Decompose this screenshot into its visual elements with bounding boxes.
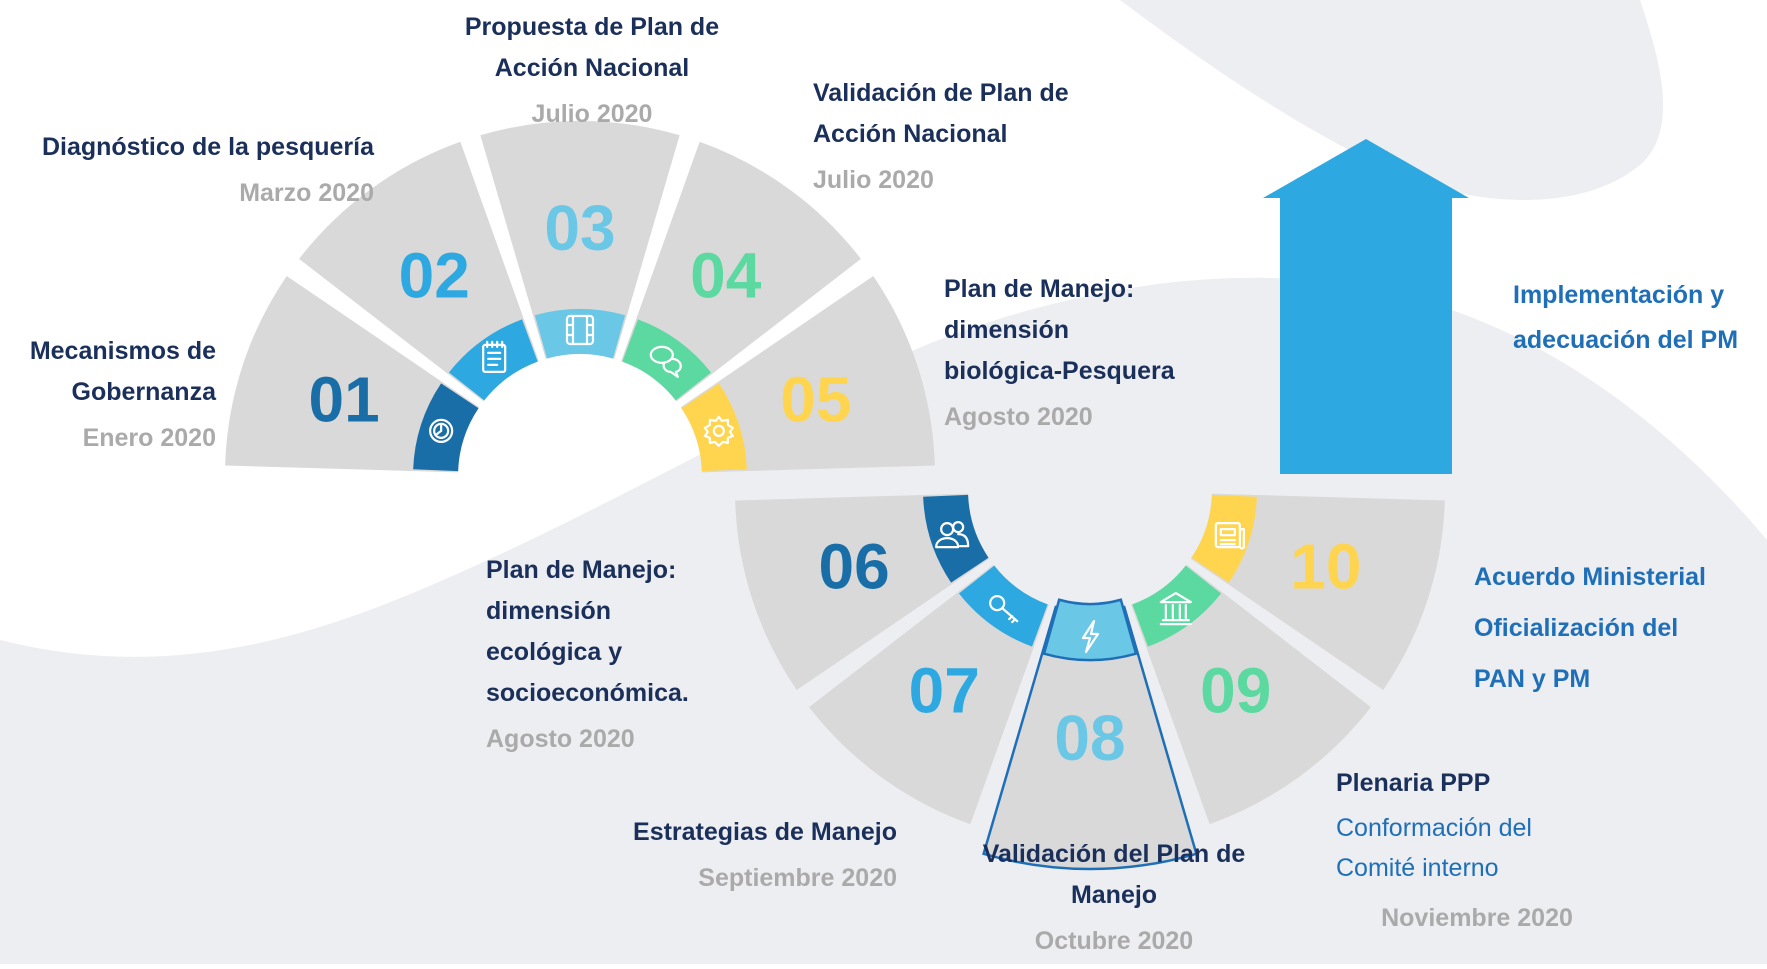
step-03-segment: 03 <box>480 121 680 359</box>
step-10-title-line: Oficialización del <box>1474 614 1678 642</box>
lower-semicircle: 06 07 08 09 10 <box>735 493 1445 871</box>
step-06-number: 06 <box>819 531 890 603</box>
step-09-segment: 09 <box>1131 564 1371 825</box>
step-10-title-line: PAN y PM <box>1474 665 1590 693</box>
notepad-icon <box>482 340 507 373</box>
step-02-segment: 02 <box>299 141 539 402</box>
arrow-up-shape <box>1263 139 1469 474</box>
step-10-segment: 10 <box>1190 493 1445 691</box>
step-09-outer-wedge <box>1131 564 1371 825</box>
step-01-outer-wedge <box>225 275 480 473</box>
step-04-title-line: Validación de Plan de <box>813 79 1069 107</box>
step-09-date: Noviembre 2020 <box>1381 904 1573 932</box>
step-01-number: 01 <box>309 363 380 435</box>
step-07-title-line: Estrategias de Manejo <box>633 818 897 846</box>
step-06-date: Agosto 2020 <box>486 725 635 753</box>
newspaper-icon <box>1214 522 1246 550</box>
step-06-outer-wedge <box>735 493 990 691</box>
step-03-title-line: Acción Nacional <box>495 54 690 82</box>
step-04-outer-wedge <box>621 141 861 402</box>
step-01-segment: 01 <box>225 275 480 473</box>
step-08-color-ring <box>1042 598 1138 662</box>
step-01-title-line: Mecanismos de <box>30 337 216 365</box>
step-08-title-line: Validación del Plan de <box>983 840 1246 868</box>
clock-icon <box>429 418 454 443</box>
step-05-date: Agosto 2020 <box>944 403 1093 431</box>
step-09-subtitle-line: Comité interno <box>1336 854 1499 882</box>
step-10-outer-wedge <box>1190 493 1445 691</box>
lightning-icon <box>1081 619 1100 654</box>
step-08-segment: 08 <box>982 598 1198 871</box>
step-03-number: 03 <box>544 192 615 264</box>
step-06-label: Plan de Manejo: dimensión ecológica y socio… <box>486 556 689 753</box>
step-09-title-line: Plenaria PPP <box>1336 769 1490 797</box>
step-01-date: Enero 2020 <box>83 424 216 452</box>
step-02-number: 02 <box>399 239 470 311</box>
step-05-number: 05 <box>780 363 851 435</box>
step-05-segment: 05 <box>680 275 935 473</box>
step-03-color-ring <box>534 309 626 359</box>
gear-icon <box>703 415 734 447</box>
final-title-line: adecuación del PM <box>1513 326 1738 354</box>
film-icon <box>565 314 595 346</box>
step-02-outer-wedge <box>299 141 539 402</box>
step-03-label: Propuesta de Plan de Acción NacionalJulio… <box>465 13 719 128</box>
step-01-title-line: Gobernanza <box>72 378 218 406</box>
step-09-color-ring <box>1132 565 1222 647</box>
step-06-title-line: ecológica y <box>486 638 622 666</box>
step-06-title-line: Plan de Manejo: <box>486 556 676 584</box>
step-10-title-line: Acuerdo Ministerial <box>1474 563 1706 591</box>
step-03-date: Julio 2020 <box>532 100 653 128</box>
chat-icon <box>649 345 682 378</box>
step-07-number: 07 <box>909 655 980 727</box>
step-05-title-line: dimensión <box>944 316 1069 344</box>
step-04-date: Julio 2020 <box>813 166 934 194</box>
step-04-number: 04 <box>690 239 762 311</box>
users-icon <box>935 521 970 549</box>
step-02-date: Marzo 2020 <box>239 179 374 207</box>
step-04-label: Validación de Plan de Acción NacionalJuli… <box>813 79 1069 194</box>
step-05-title-line: Plan de Manejo: <box>944 275 1134 303</box>
bank-icon <box>1159 592 1192 626</box>
step-05-outer-wedge <box>680 275 935 473</box>
step-07-outer-wedge <box>809 564 1049 825</box>
step-06-segment: 06 <box>735 493 990 691</box>
step-07-date: Septiembre 2020 <box>698 864 897 892</box>
final-step-label: Implementación y adecuación del PM <box>1513 281 1738 354</box>
step-08-date: Octubre 2020 <box>1035 927 1193 955</box>
step-10-number: 10 <box>1290 531 1361 603</box>
step-06-title-line: socioeconómica. <box>486 679 689 707</box>
step-05-title-line: biológica-Pesquera <box>944 357 1176 385</box>
step-10-color-ring <box>1191 494 1257 583</box>
step-04-title-line: Acción Nacional <box>813 120 1008 148</box>
step-08-title-line: Manejo <box>1071 881 1157 909</box>
step-04-segment: 04 <box>621 141 861 402</box>
final-title-line: Implementación y <box>1513 281 1724 309</box>
key-icon <box>989 595 1019 624</box>
step-03-outer-wedge <box>480 121 680 359</box>
step-06-title-line: dimensión <box>486 597 611 625</box>
background-wave-top-right <box>1120 0 1664 200</box>
step-03-title-line: Propuesta de Plan de <box>465 13 719 41</box>
step-08-number: 08 <box>1054 702 1125 774</box>
step-06-color-ring <box>923 494 989 583</box>
step-04-color-ring <box>622 319 712 401</box>
step-07-segment: 07 <box>809 564 1049 825</box>
step-09-number: 09 <box>1200 655 1271 727</box>
step-09-subtitle-line: Conformación del <box>1336 814 1532 842</box>
step-05-label: Plan de Manejo: dimensión biológica-Pesque… <box>944 275 1176 431</box>
step-02-title-line: Diagnóstico de la pesquería <box>42 133 375 161</box>
